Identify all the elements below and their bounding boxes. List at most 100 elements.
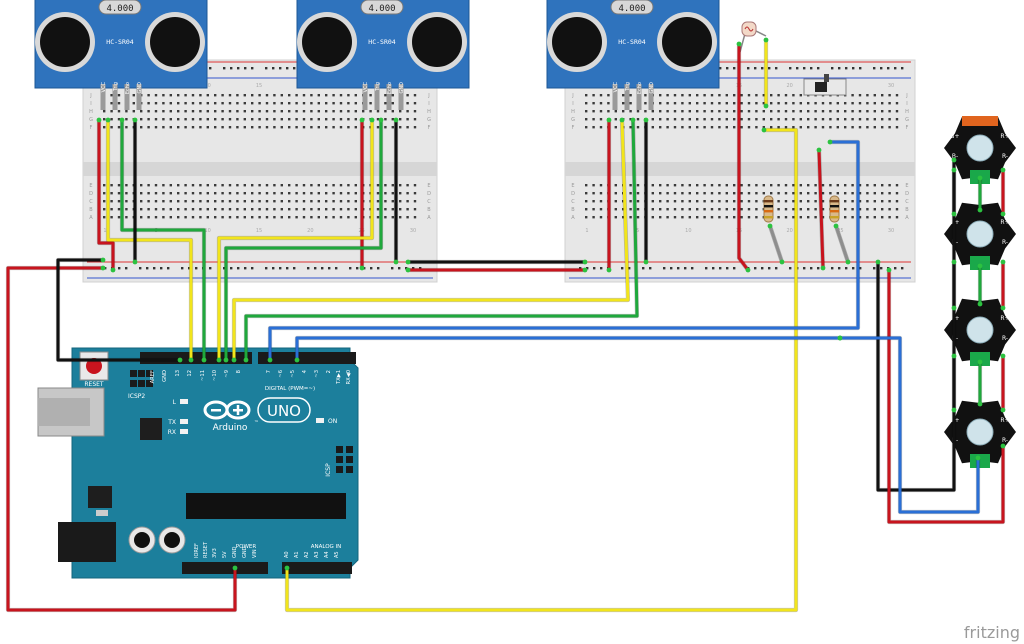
terminal-hole xyxy=(265,184,269,187)
wire-end-dot xyxy=(201,357,207,363)
wire-end-dot xyxy=(977,175,983,181)
terminal-hole xyxy=(585,216,588,219)
wire-end-dot xyxy=(582,259,588,265)
terminal-hole xyxy=(295,102,298,105)
terminal-hole xyxy=(747,94,751,97)
rail-hole xyxy=(852,267,855,270)
terminal-hole xyxy=(651,192,654,195)
wire-end-dot xyxy=(100,257,106,263)
rail-hole xyxy=(670,267,673,270)
wire-end-dot xyxy=(359,117,365,123)
terminal-hole xyxy=(184,216,187,219)
terminal-hole xyxy=(332,102,335,105)
rail-hole xyxy=(146,267,149,270)
terminal-hole xyxy=(681,200,684,203)
terminal-hole xyxy=(696,216,699,219)
terminal-hole xyxy=(391,110,394,113)
terminal-hole xyxy=(585,126,588,129)
icsp2-label: ICSP2 xyxy=(128,393,145,400)
terminal-hole xyxy=(592,102,595,105)
rail-hole xyxy=(719,67,722,70)
terminal-hole xyxy=(125,216,128,219)
terminal-hole xyxy=(214,118,217,121)
terminal-hole xyxy=(814,200,817,203)
terminal-hole xyxy=(317,110,320,113)
terminal-hole xyxy=(851,216,854,219)
terminal-hole xyxy=(858,118,862,121)
terminal-hole xyxy=(725,118,728,121)
rail-hole xyxy=(230,267,233,270)
power-pin-label: GND xyxy=(232,546,238,558)
rail-hole xyxy=(733,67,736,70)
terminal-hole xyxy=(747,200,751,203)
terminal-hole xyxy=(844,126,847,129)
terminal-hole xyxy=(659,192,662,195)
rail-hole xyxy=(188,267,191,270)
logo-loop xyxy=(225,400,251,420)
terminal-hole xyxy=(413,184,417,187)
terminal-hole xyxy=(347,216,350,219)
terminal-hole xyxy=(814,126,817,129)
rail-hole xyxy=(405,267,408,270)
rail-hole xyxy=(419,267,422,270)
wire-end-dot xyxy=(745,267,751,273)
wires xyxy=(5,37,1006,613)
terminal-hole xyxy=(413,102,417,105)
slide-switch-lever xyxy=(824,74,829,82)
terminal-hole xyxy=(599,94,603,97)
terminal-hole xyxy=(858,110,862,113)
sensor-pin-label: VCC xyxy=(363,81,369,92)
terminal-hole xyxy=(339,94,343,97)
wire-end-dot xyxy=(951,353,957,359)
terminal-hole xyxy=(814,102,817,105)
terminal-hole xyxy=(747,126,751,129)
terminal-hole xyxy=(310,118,313,121)
terminal-hole xyxy=(681,184,684,187)
transducer xyxy=(552,17,602,67)
terminal-hole xyxy=(659,118,662,121)
terminal-hole xyxy=(740,216,743,219)
rail-hole xyxy=(118,267,121,270)
terminal-hole xyxy=(177,208,180,211)
terminal-hole xyxy=(888,208,891,211)
terminal-hole xyxy=(888,216,891,219)
terminal-hole xyxy=(592,208,595,211)
terminal-hole xyxy=(629,184,632,187)
terminal-hole xyxy=(376,216,380,219)
rail-hole xyxy=(335,267,338,270)
terminal-hole xyxy=(243,102,246,105)
terminal-hole xyxy=(836,192,839,195)
terminal-hole xyxy=(718,200,721,203)
terminal-hole xyxy=(770,102,773,105)
terminal-hole xyxy=(251,94,254,97)
header-pin-label: GND xyxy=(162,370,168,382)
terminal-hole xyxy=(673,184,677,187)
rail-hole xyxy=(796,67,799,70)
terminal-hole xyxy=(622,110,625,113)
terminal-hole xyxy=(681,118,684,121)
wire-end-dot xyxy=(393,117,399,123)
terminal-hole xyxy=(413,192,417,195)
terminal-hole xyxy=(673,126,677,129)
rail-hole xyxy=(873,267,876,270)
terminal-hole xyxy=(251,184,254,187)
row-letter: E xyxy=(905,183,908,189)
terminal-hole xyxy=(384,192,387,195)
wire-end-dot xyxy=(267,357,273,363)
terminal-hole xyxy=(592,94,595,97)
row-letter: F xyxy=(90,125,93,131)
terminal-hole xyxy=(265,216,269,219)
terminal-hole xyxy=(666,110,669,113)
terminal-hole xyxy=(310,126,313,129)
terminal-hole xyxy=(718,102,721,105)
terminal-hole xyxy=(703,94,706,97)
terminal-hole xyxy=(666,200,669,203)
wire-red-5v xyxy=(6,266,237,612)
terminal-hole xyxy=(399,192,402,195)
terminal-hole xyxy=(740,184,743,187)
terminal-hole xyxy=(703,216,706,219)
terminal-hole xyxy=(406,184,409,187)
terminal-hole xyxy=(258,216,261,219)
terminal-hole xyxy=(280,192,283,195)
sensor-pin-label: Trig xyxy=(113,82,119,92)
